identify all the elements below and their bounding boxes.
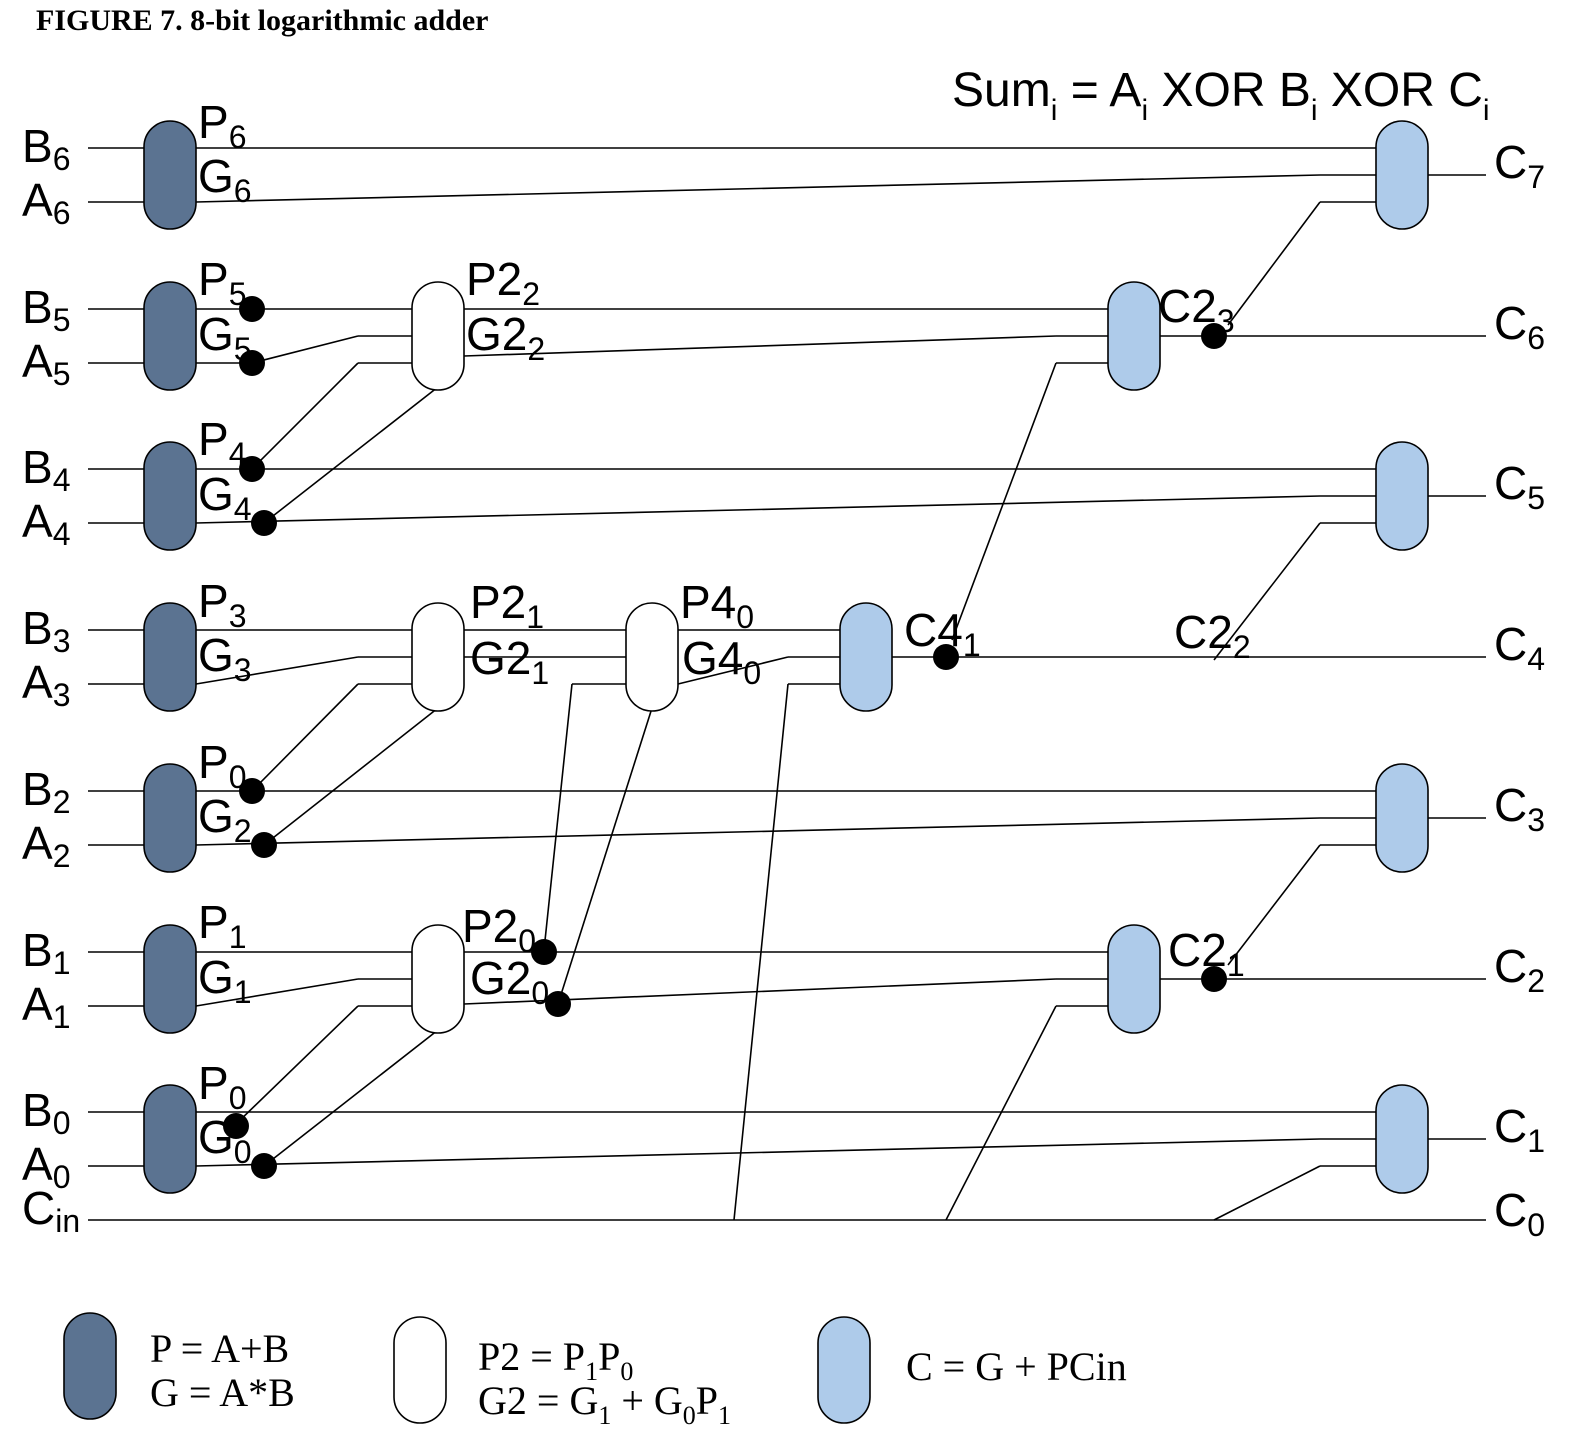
input-label-b6: B6 bbox=[22, 120, 70, 177]
node-label-p2-2-14: P22 bbox=[466, 253, 540, 312]
node-labels: P6G6P5G5P4G4P3G3P0G2P1G1P0G0P22G22P21G21… bbox=[198, 96, 1251, 1170]
node-label-p-5-2: P5 bbox=[198, 253, 246, 312]
node-label-p-6-0: P6 bbox=[198, 96, 246, 155]
junction-dots bbox=[223, 296, 1227, 1179]
carry-node-c5 bbox=[1375, 441, 1429, 551]
node-label-g-6-1: G6 bbox=[198, 150, 252, 209]
node-label-g2-1-17: G21 bbox=[470, 632, 549, 691]
legend-carry-line: C = G + PCin bbox=[906, 1344, 1127, 1389]
group-node-p2-0 bbox=[411, 924, 465, 1034]
input-label-b3: B3 bbox=[22, 602, 70, 659]
legend-pg-line2: G = A*B bbox=[150, 1370, 295, 1415]
carry-node-c3 bbox=[1375, 763, 1429, 873]
input-label-a0: A0 bbox=[22, 1138, 70, 1195]
node-label-p-3-6: P3 bbox=[198, 575, 246, 634]
input-label-b2: B2 bbox=[22, 763, 70, 820]
input-label-a1: A1 bbox=[22, 978, 70, 1035]
input-label-a4: A4 bbox=[22, 495, 70, 552]
legend-group-line2: G2 = G1 + G0P1 bbox=[478, 1378, 731, 1430]
input-label-b1: B1 bbox=[22, 924, 70, 981]
wires bbox=[88, 147, 1486, 1221]
node-label-p-1-10: P1 bbox=[198, 896, 246, 955]
output-label-c4: C4 bbox=[1494, 618, 1545, 677]
output-label-c6: C6 bbox=[1494, 297, 1545, 356]
legend-group-line1: P2 = P1P0 bbox=[478, 1334, 633, 1386]
group-node-p2-2 bbox=[411, 281, 465, 391]
node-label-p2-0-18: P20 bbox=[462, 900, 536, 959]
input-label-b0: B0 bbox=[22, 1084, 70, 1141]
input-label-b4: B4 bbox=[22, 441, 70, 498]
group-node-p4-0 bbox=[625, 602, 679, 712]
sum-equation: Sumi = Ai XOR Bi XOR Ci bbox=[952, 64, 1490, 127]
carry-node-c2 bbox=[1107, 924, 1161, 1034]
node-label-g-4-5: G4 bbox=[198, 468, 252, 527]
carry-node-c1 bbox=[1375, 1084, 1429, 1194]
legend-carry-swatch bbox=[817, 1316, 871, 1424]
figure-title: FIGURE 7. 8-bit logarithmic adder bbox=[36, 4, 488, 37]
pg-node-5 bbox=[143, 281, 197, 391]
input-label-a6: A6 bbox=[22, 174, 70, 231]
carry-node-c4 bbox=[839, 602, 893, 712]
pg-node-4 bbox=[143, 441, 197, 551]
legend: P = A+B G = A*B P2 = P1P0 G2 = G1 + G0P1… bbox=[63, 1312, 1127, 1430]
node-label-g2-0-19: G20 bbox=[470, 952, 549, 1011]
legend-pg-swatch bbox=[63, 1312, 117, 1420]
node-label-g-2-9: G2 bbox=[198, 790, 252, 849]
input-label-b5: B5 bbox=[22, 281, 70, 338]
node-label-p-0-8: P0 bbox=[198, 736, 246, 795]
carry-node-c7 bbox=[1375, 120, 1429, 230]
input-label-cin: Cin bbox=[22, 1182, 80, 1239]
pg-node-6 bbox=[143, 120, 197, 230]
pg-nodes bbox=[143, 120, 197, 1194]
output-label-c7: C7 bbox=[1494, 136, 1545, 195]
node-label-p-0-12: P0 bbox=[198, 1057, 246, 1116]
node-label-p2-1-16: P21 bbox=[470, 576, 544, 635]
node-label-g-0-13: G0 bbox=[198, 1111, 252, 1170]
node-label-c2-2-24: C22 bbox=[1174, 606, 1251, 665]
output-label-c0: C0 bbox=[1494, 1184, 1545, 1243]
node-label-g-5-3: G5 bbox=[198, 308, 252, 367]
group-nodes bbox=[411, 281, 679, 1034]
pg-node-2 bbox=[143, 763, 197, 873]
carry-node-c6 bbox=[1107, 281, 1161, 391]
input-label-a3: A3 bbox=[22, 656, 70, 713]
node-label-g4-0-21: G40 bbox=[682, 632, 761, 691]
output-label-c2: C2 bbox=[1494, 940, 1545, 999]
output-label-c5: C5 bbox=[1494, 457, 1545, 516]
node-label-c2-1-25: C21 bbox=[1168, 924, 1245, 983]
node-label-c4-1-23: C41 bbox=[904, 604, 981, 663]
pg-node-0 bbox=[143, 1084, 197, 1194]
pg-node-3 bbox=[143, 602, 197, 712]
output-label-c1: C1 bbox=[1494, 1100, 1545, 1159]
node-label-c2-3-22: C23 bbox=[1158, 280, 1235, 339]
input-label-a2: A2 bbox=[22, 817, 70, 874]
node-label-g2-2-15: G22 bbox=[466, 308, 545, 367]
node-label-g-1-11: G1 bbox=[198, 951, 252, 1010]
node-label-p4-0-20: P40 bbox=[680, 576, 754, 635]
carry-nodes bbox=[839, 120, 1429, 1194]
output-label-c3: C3 bbox=[1494, 779, 1545, 838]
group-node-p2-1 bbox=[411, 602, 465, 712]
legend-group-swatch bbox=[393, 1316, 447, 1424]
node-label-p-4-4: P4 bbox=[198, 413, 246, 472]
pg-node-1 bbox=[143, 924, 197, 1034]
input-label-a5: A5 bbox=[22, 335, 70, 392]
node-label-g-3-7: G3 bbox=[198, 629, 252, 688]
legend-pg-line1: P = A+B bbox=[150, 1326, 289, 1371]
